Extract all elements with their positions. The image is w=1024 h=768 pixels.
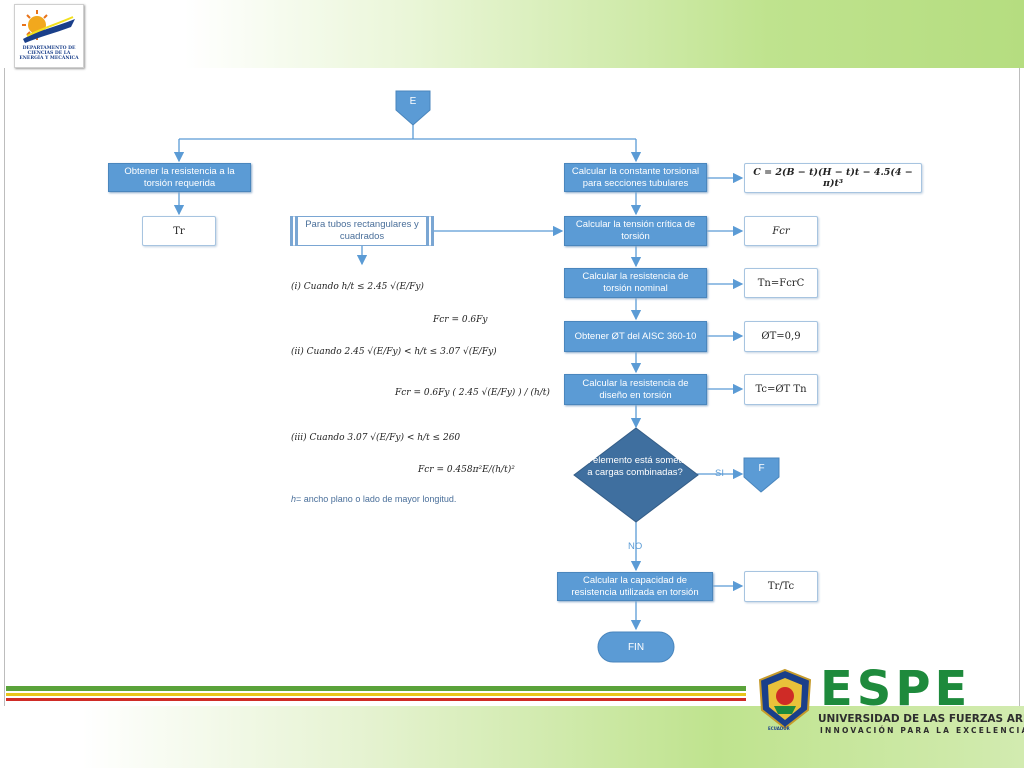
output-ratio: Tr/Tc (744, 571, 818, 602)
start-connector-shape (395, 90, 431, 126)
step-critical-stress: Calcular la tensión crítica de torsión (564, 216, 707, 246)
output-phi-value: ØT=0,9 (744, 321, 818, 352)
footer-stripes (6, 686, 746, 706)
university-seal-icon (758, 668, 812, 730)
output-fcr: Fcr (744, 216, 818, 246)
sun-logo-icon (22, 10, 75, 43)
step-required-strength: Obtener la resistencia a la torsión requ… (108, 163, 251, 192)
department-logo: DEPARTAMENTO DE CIENCIAS DE LA ENERGÍA Y… (14, 4, 84, 68)
step-torsional-constant: Calcular la constante torsional para sec… (564, 163, 707, 192)
header-band (0, 0, 1024, 68)
decision-yes-label: SI (715, 468, 724, 479)
case2-condition: (ii) Cuando 2.45 √(E/Fy) < h/t ≤ 3.07 √(… (291, 347, 497, 357)
terminal-label: FIN (627, 641, 645, 653)
side-process-title: Para tubos rectangulares y cuadrados (290, 216, 434, 246)
decision-diamond (573, 427, 699, 523)
seal-label: ECUADOR (768, 726, 790, 731)
case1-result: Fcr = 0.6Fy (433, 315, 488, 325)
end-connector-label: F (758, 463, 765, 474)
espe-logo: ECUADOR ESPE UNIVERSIDAD DE LAS FUERZAS … (750, 661, 1024, 740)
decision-question: ¿El elemento está sometido a cargas comb… (576, 455, 694, 478)
end-connector-shape (743, 457, 780, 493)
university-motto: INNOVACIÓN PARA LA EXCELENCIA (820, 726, 1024, 735)
output-tn: Tn=FcrC (744, 268, 818, 298)
note-h-text: = ancho plano o lado de mayor longitud. (296, 494, 457, 504)
footer-band (0, 706, 1024, 768)
output-constant-formula: C = 2(B − t)(H − t)t − 4.5(4 − π)t³ (744, 163, 922, 193)
university-name: UNIVERSIDAD DE LAS FUERZAS ARMADAS (818, 713, 1024, 725)
case2-result: Fcr = 0.6Fy ( 2.45 √(E/Fy) ) / (h/t) (395, 388, 550, 398)
case1-condition: (i) Cuando h/t ≤ 2.45 √(E/Fy) (291, 282, 424, 292)
step-utilization: Calcular la capacidad de resistencia uti… (557, 572, 713, 601)
espe-wordmark: ESPE (820, 661, 972, 717)
note-h-definition: h= ancho plano o lado de mayor longitud. (291, 494, 456, 504)
step-design-strength: Calcular la resistencia de diseño en tor… (564, 374, 707, 405)
output-tr: Tr (142, 216, 216, 246)
case3-condition: (iii) Cuando 3.07 √(E/Fy) < h/t ≤ 260 (291, 433, 461, 443)
step-phi-aisc: Obtener ØT del AISC 360-10 (564, 321, 707, 352)
department-name: DEPARTAMENTO DE CIENCIAS DE LA ENERGÍA Y… (19, 46, 79, 61)
note-h-symbol: h (291, 494, 297, 504)
terminal-shape (597, 631, 675, 663)
output-tc: Tc=ØT Tn (744, 374, 818, 405)
case3-result: Fcr = 0.458π²E/(h/t)² (418, 465, 515, 475)
decision-no-label: NO (628, 541, 643, 552)
slide-frame (4, 0, 1020, 766)
step-nominal-strength: Calcular la resistencia de torsión nomin… (564, 268, 707, 298)
start-connector-label: E (409, 96, 417, 107)
